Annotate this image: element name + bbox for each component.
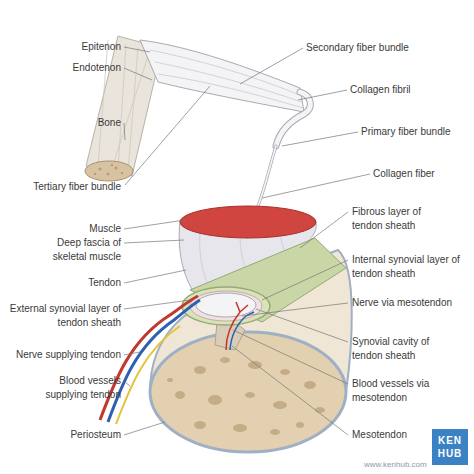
tendon-sheath-illustration xyxy=(100,206,352,452)
part-label: Periosteum xyxy=(21,428,121,442)
logo-mark: KEN HUB xyxy=(432,429,468,465)
part-label: External synovial layer of tendon sheath xyxy=(3,302,121,330)
part-label: Primary fiber bundle xyxy=(361,125,466,139)
part-label: Fibrous layer of tendon sheath xyxy=(352,205,452,233)
part-label: Endotenon xyxy=(21,61,121,75)
part-label: Secondary fiber bundle xyxy=(306,41,456,55)
part-label: Collagen fiber xyxy=(373,167,468,181)
part-label: Blood vessels via mesotendon xyxy=(352,377,466,405)
part-label: Blood vessels supplying tendon xyxy=(26,374,121,402)
watermark-url: www.kenhub.com xyxy=(364,460,428,470)
part-label: Collagen fibril xyxy=(350,83,460,97)
leader-lines xyxy=(124,47,370,435)
part-label: Bone xyxy=(21,116,121,130)
part-label: Tertiary fiber bundle xyxy=(6,180,121,194)
part-label: Nerve via mesotendon xyxy=(352,296,466,310)
part-label: Nerve supplying tendon xyxy=(3,348,121,362)
part-label: Epitenon xyxy=(21,40,121,54)
part-label: Deep fascia of skeletal muscle xyxy=(36,236,121,264)
part-label: Muscle xyxy=(21,222,121,236)
part-label: Internal synovial layer of tendon sheath xyxy=(352,253,466,281)
part-label: Tendon xyxy=(21,276,121,290)
part-label: Synovial cavity of tendon sheath xyxy=(352,335,457,363)
